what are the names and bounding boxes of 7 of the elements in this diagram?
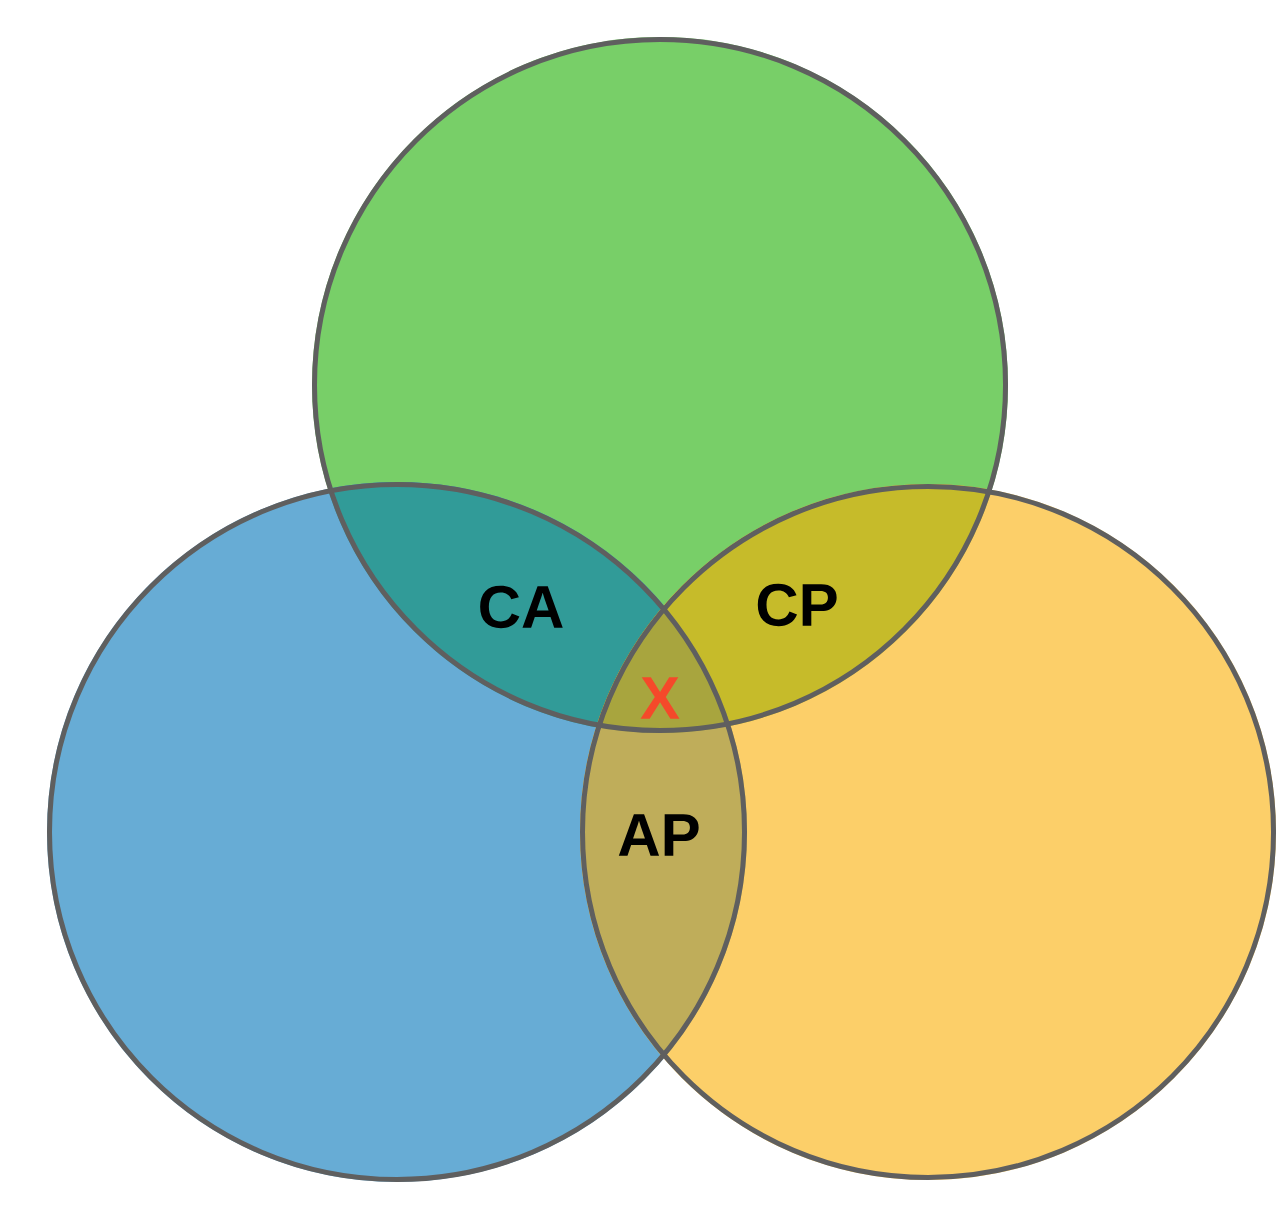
venn-circle: [580, 484, 1276, 1180]
venn-circle: [47, 482, 747, 1182]
region-label: CA: [480, 585, 563, 629]
region-label: CP: [757, 583, 837, 627]
region-label: AP: [618, 814, 699, 856]
region-label: X: [640, 677, 680, 719]
venn-circle: [312, 37, 1008, 733]
